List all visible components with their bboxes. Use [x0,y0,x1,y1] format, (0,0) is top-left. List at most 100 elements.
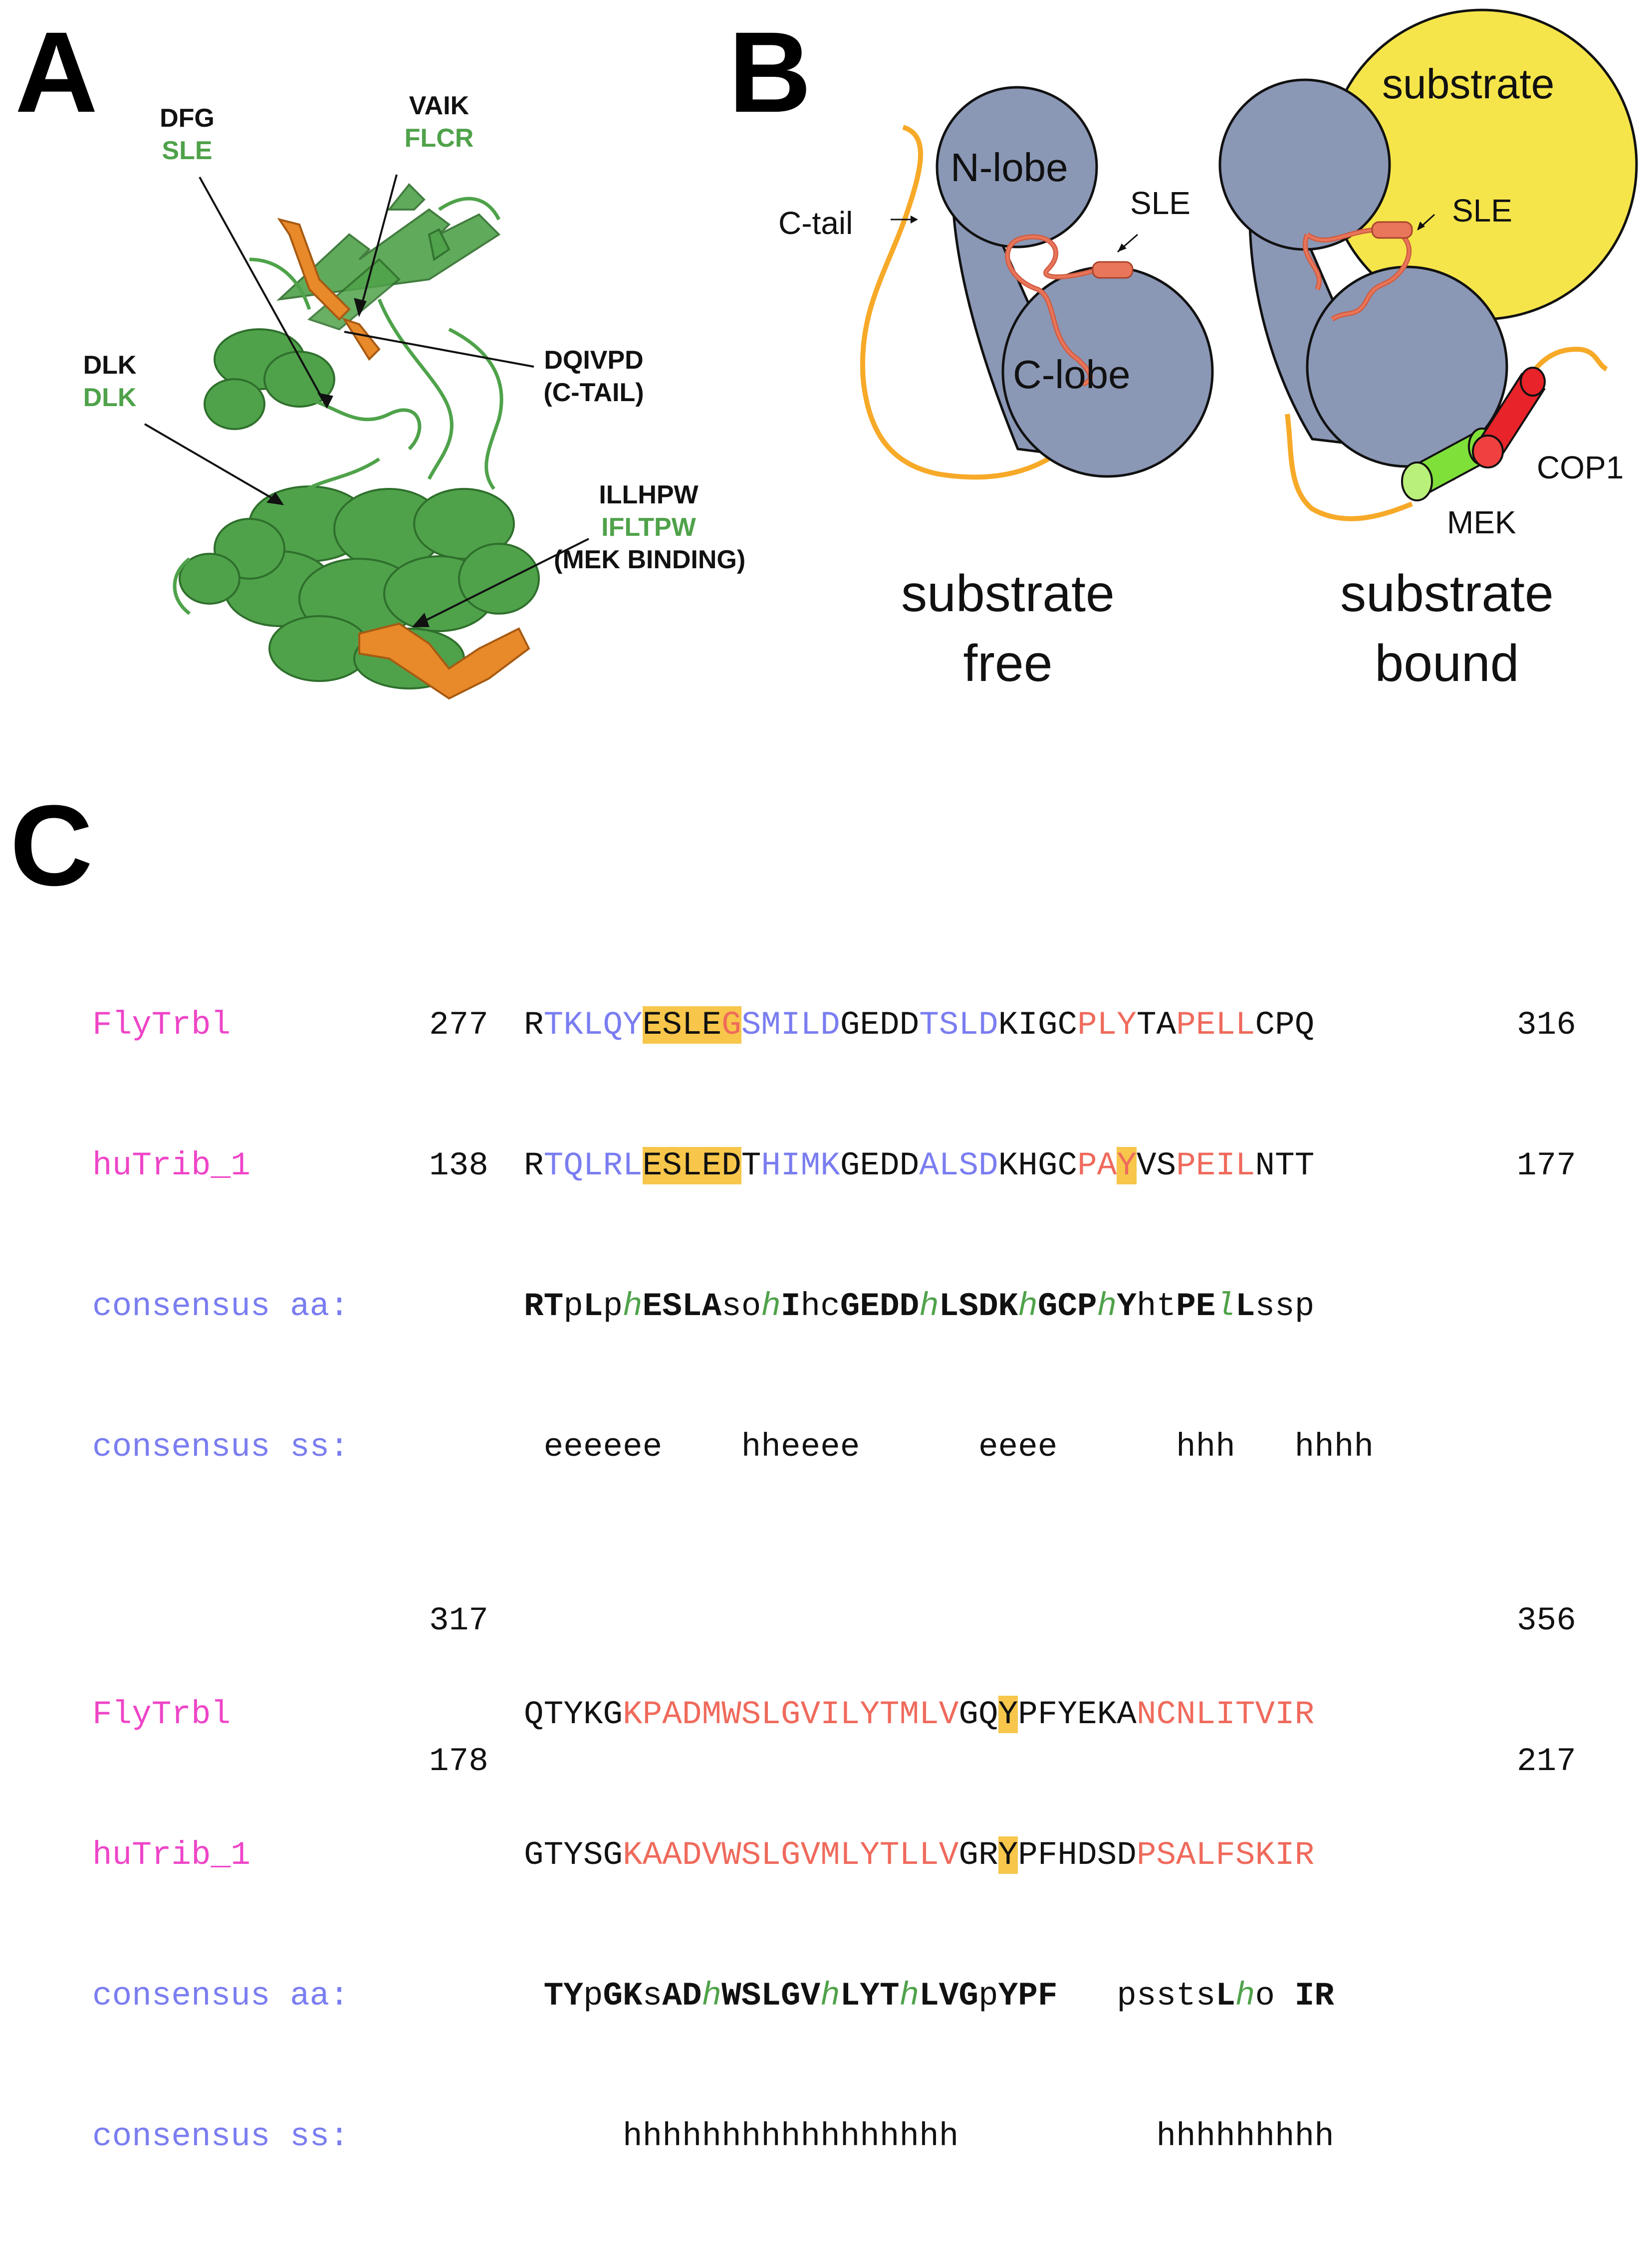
residue-segment: TSLD [919,1006,998,1044]
residue-segment: IR [1294,1977,1334,2015]
mek-binding-label: (MEK BINDING) [554,545,746,574]
flcr-label: FLCR [404,124,474,153]
residue-segment: L [1215,1977,1235,2015]
residue-segment: VS [1136,1147,1177,1184]
residue-segment: SMILD [741,1006,840,1044]
substrate-bound-caption: substrate bound [1302,559,1592,698]
residue-segment: YPF [998,1977,1058,2015]
residue-segment: ESLA [642,1288,722,1325]
residue-segment: ESLED [642,1147,741,1184]
dlk-green-label: DLK [83,383,137,412]
dfg-label: DFG [160,104,215,133]
residue-segment: KIGC [998,1006,1078,1044]
alignment-panel: FlyTrbl huTrib_1 consensus aa: consensus… [0,878,1652,2155]
c-tail-label: C-tail [778,205,853,241]
hu-start-2: 178 [429,1743,488,1780]
residue-segment: WSLGV [721,1977,821,2015]
residue-segment: R [524,1006,544,1044]
hu-name-2: huTrib_1 [92,1836,250,1874]
residue-segment: l [1215,1288,1235,1325]
residue-segment: GEDD [840,1147,920,1184]
substrate-free-line1: substrate [901,565,1115,623]
n-lobe-label: N-lobe [950,145,1068,190]
cop1-cylinder [1472,367,1546,468]
residue-segment: Y [1117,1288,1137,1325]
residue-segment: PELL [1176,1006,1255,1044]
residue-segment: GQ [958,1696,998,1733]
residue-segment: I [780,1288,801,1325]
residue-segment: GEDD [840,1288,920,1325]
residue-segment: GK [603,1977,643,2015]
residue-segment: HIMK [761,1147,840,1184]
residue-segment: GTYSG [524,1836,623,1874]
alignment-start-numbers: 277 138 317 178 [429,908,508,1879]
residue-segment: PA [1077,1147,1117,1184]
residue-segment: h [702,1977,722,2015]
ctail-label: (C-TAIL) [543,378,644,407]
residue-segment: TQLRL [543,1147,643,1184]
aa-label-2: consensus aa: [92,1977,349,2015]
residue-segment: R [524,1147,544,1184]
dlk-label-group: DLK DLK [65,349,155,414]
kinase-ribbon [179,183,540,689]
residue-segment: AD [662,1977,702,2015]
residue-segment: PE [1176,1288,1216,1325]
residue-segment: RT [524,1288,564,1325]
hu-start-1: 138 [429,1147,488,1184]
residue-segment: Y [998,1836,1018,1874]
ss-seq-2: hhhhhhhhhhhhhhhhh hhhhhhhhh [524,2118,1334,2155]
kinase-loops [173,197,503,615]
residue-segment: Y [1117,1147,1137,1184]
fly-name-2: FlyTrbl [92,1696,231,1733]
residue-segment: h [1018,1288,1038,1325]
residue-segment: PLY [1077,1006,1137,1044]
residue-segment: ssp [1255,1288,1315,1325]
residue-segment: QTYKG [524,1696,623,1733]
substrate-free-line2: free [963,635,1053,692]
residue-segment: so [721,1288,761,1325]
ifltpw-label: IFLTPW [601,513,696,542]
mek-label: MEK [1447,504,1516,540]
illhpw-label: ILLHPW [599,480,699,509]
residue-segment: TA [1136,1006,1177,1044]
residue-segment: L [1235,1288,1255,1325]
residue-segment: Y [998,1696,1018,1733]
residue-segment: LSDK [939,1288,1018,1325]
ss-seq-1: eeeeee hheeee eeee hhh hhhh [524,1428,1374,1466]
aa-seq-2: TYpGKsADhWSLGVhLYThLVGpYPF psstsLho IR [524,1973,1374,2020]
sle-label: SLE [162,136,213,165]
residue-segment: GCP [1037,1288,1097,1325]
c-lobe-label: C-lobe [1013,352,1131,397]
alignment-labels: FlyTrbl huTrib_1 consensus aa: consensus… [92,908,349,2254]
residue-segment: ALSD [919,1147,998,1184]
sle-free [1005,234,1134,387]
residue-segment: L [583,1288,603,1325]
panel-b-cartoon [860,8,1638,521]
fly-start-2: 317 [429,1602,488,1639]
dqivpd-label: DQIVPD [544,346,644,375]
residue-segment: hc [800,1288,840,1325]
c-tail-free [860,125,1065,480]
residue-segment: h [761,1288,781,1325]
alignment-sequences: RTKLQYESLEGSMILDGEDDTSLDKIGCPLYTAPELLCPQ… [524,908,1374,2254]
fly-end-2: 356 [1517,1602,1576,1639]
residue-segment: p [978,1977,998,2015]
panel-letter-c: C [10,781,93,909]
residue-segment: GR [958,1836,998,1874]
substrate-bound-line2: bound [1375,635,1519,692]
residue-segment: PFYEKA [1018,1696,1137,1733]
sle-bound-label: SLE [1452,193,1512,228]
residue-segment: LYT [840,1977,900,2015]
dlk-label: DLK [83,351,137,380]
residue-segment: o [1255,1977,1295,2015]
fly-end-1: 316 [1517,1006,1576,1044]
residue-segment: h [899,1977,920,2015]
residue-segment: KPADMWSLGVILYTMLV [623,1696,959,1733]
residue-segment: NTT [1255,1147,1315,1184]
mek-binding-label-group: ILLHPW IFLTPW (MEK BINDING) [554,479,746,576]
fly-name-1: FlyTrbl [92,1006,231,1044]
aa-seq-1: RTpLphESLAsohIhcGEDDhLSDKhGCPhYhtPElLssp [524,1283,1374,1330]
residue-segment: h [1097,1288,1117,1325]
alignment-end-numbers: 316 177 356 217 [1517,908,1596,1879]
fly-seq-1: RTKLQYESLEGSMILDGEDDTSLDKIGCPLYTAPELLCPQ [524,1002,1374,1049]
